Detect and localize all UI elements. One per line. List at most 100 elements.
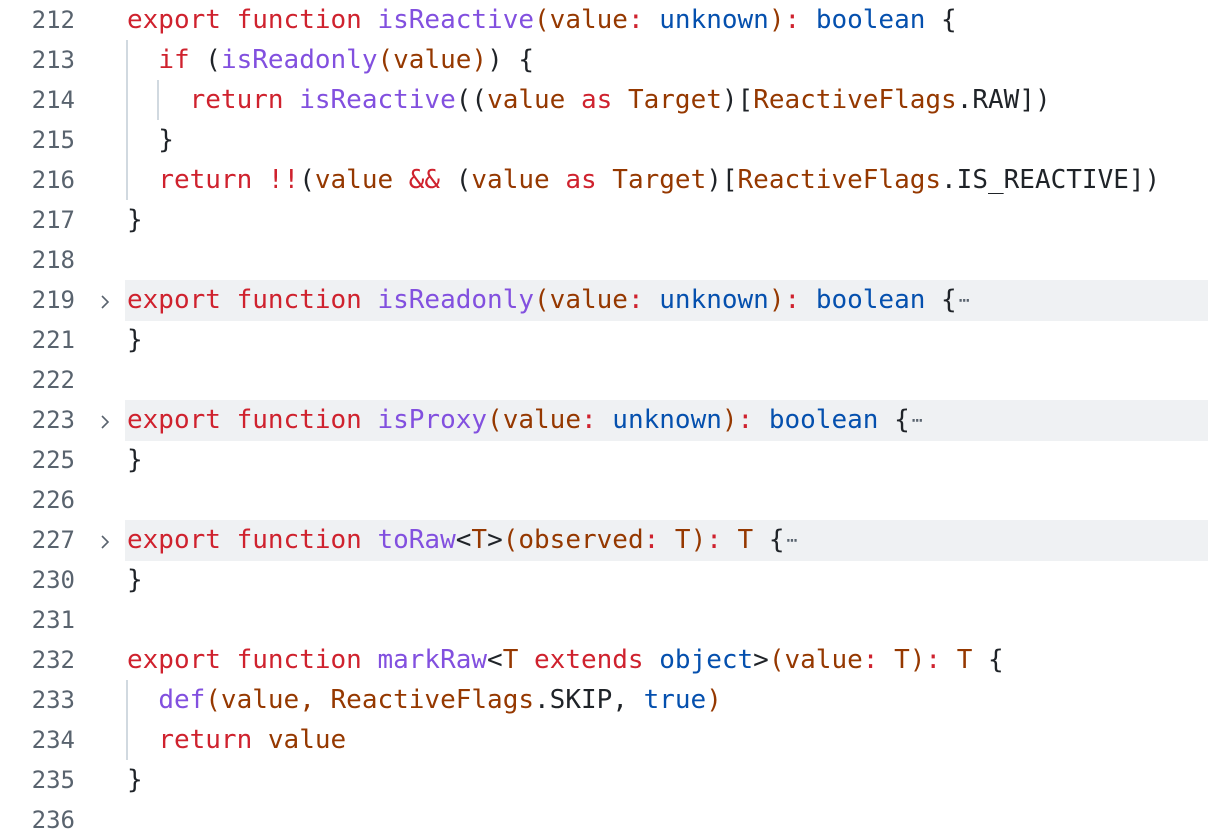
- code-token: toRaw: [377, 525, 456, 555]
- line-number: 226: [31, 486, 75, 514]
- line-number: 223: [31, 406, 75, 434]
- code-token: function: [236, 645, 378, 675]
- code-token: function: [236, 5, 378, 35]
- code-token: T: [502, 645, 535, 675]
- line-number: 227: [31, 526, 75, 554]
- code-token: &&: [408, 165, 456, 195]
- code-token: Target: [612, 165, 707, 195]
- code-line[interactable]: 222: [0, 360, 1208, 400]
- code-token: as: [565, 165, 613, 195]
- code-token: }: [127, 205, 143, 235]
- code-token: :: [580, 405, 613, 435]
- code-token: }: [127, 325, 143, 355]
- code-line[interactable]: 218: [0, 240, 1208, 280]
- code-token: as: [580, 85, 628, 115]
- code-content: return value: [125, 720, 1208, 760]
- code-token: object: [659, 645, 754, 675]
- code-token: (: [299, 165, 315, 195]
- indent-guide: [157, 80, 160, 120]
- code-token: {: [925, 5, 957, 35]
- code-token: :: [627, 5, 660, 35]
- code-content: }: [125, 760, 1208, 800]
- line-number: 216: [31, 166, 75, 194]
- folded-ellipsis-button[interactable]: ⋯: [786, 529, 798, 551]
- code-line[interactable]: 215 }: [0, 120, 1208, 160]
- line-number: 231: [31, 606, 75, 634]
- code-content: }: [125, 560, 1208, 600]
- code-line[interactable]: 225}: [0, 440, 1208, 480]
- chevron-right-icon[interactable]: [96, 400, 114, 440]
- code-token: ReactiveFlags: [753, 85, 957, 115]
- code-token: .IS_REACTIVE]): [941, 165, 1161, 195]
- code-token: (: [502, 525, 519, 555]
- code-line[interactable]: 230}: [0, 560, 1208, 600]
- code-token: :: [627, 285, 660, 315]
- code-token: unknown: [659, 285, 769, 315]
- code-token: >: [753, 645, 769, 675]
- code-token: .RAW]): [956, 85, 1051, 115]
- code-token: [127, 725, 158, 755]
- line-number: 215: [31, 126, 75, 154]
- code-line[interactable]: 236: [0, 800, 1208, 840]
- code-token: ) {: [487, 45, 535, 75]
- code-token: value: [549, 285, 628, 315]
- code-token: def: [158, 685, 206, 715]
- code-line[interactable]: 213 if (isReadonly(value)) {: [0, 40, 1208, 80]
- code-token: value: [784, 645, 863, 675]
- code-token: {: [925, 285, 957, 315]
- code-line[interactable]: 217}: [0, 200, 1208, 240]
- code-token: isReactive: [299, 85, 456, 115]
- code-token: value: [487, 85, 581, 115]
- code-token: value: [471, 165, 566, 195]
- code-token: unknown: [659, 5, 769, 35]
- code-token: ReactiveFlags: [737, 165, 942, 195]
- chevron-right-icon[interactable]: [96, 520, 114, 560]
- code-line[interactable]: 233 def(value, ReactiveFlags.SKIP, true): [0, 680, 1208, 720]
- code-token: return: [189, 85, 300, 115]
- code-token: T: [674, 525, 691, 555]
- code-content: }: [125, 200, 1208, 240]
- code-content: }: [125, 440, 1208, 480]
- code-token: :: [925, 645, 957, 675]
- code-line[interactable]: 235}: [0, 760, 1208, 800]
- code-line[interactable]: 216 return !!(value && (value as Target)…: [0, 160, 1208, 200]
- code-line[interactable]: 221}: [0, 320, 1208, 360]
- line-number: 222: [31, 366, 75, 394]
- code-line[interactable]: 226: [0, 480, 1208, 520]
- code-content: export function markRaw<T extends object…: [125, 640, 1208, 680]
- line-number: 217: [31, 206, 75, 234]
- code-token: isReactive: [377, 5, 535, 35]
- code-token: return: [158, 165, 268, 195]
- folded-ellipsis-button[interactable]: ⋯: [958, 289, 970, 311]
- code-token: :: [643, 525, 675, 555]
- code-content: def(value, ReactiveFlags.SKIP, true): [125, 680, 1208, 720]
- line-number: 212: [31, 6, 75, 34]
- indent-guide: [126, 80, 128, 120]
- code-token: }: [127, 445, 143, 475]
- chevron-right-icon[interactable]: [96, 280, 114, 320]
- code-line[interactable]: 234 return value: [0, 720, 1208, 760]
- code-token: [127, 165, 158, 195]
- line-number: 218: [31, 246, 75, 274]
- code-token: ((: [455, 85, 488, 115]
- line-number: 235: [31, 766, 75, 794]
- code-token: ReactiveFlags: [330, 685, 535, 715]
- code-token: {: [878, 405, 910, 435]
- code-token: return: [158, 725, 268, 755]
- code-token: unknown: [612, 405, 722, 435]
- code-token: export: [127, 525, 237, 555]
- folded-ellipsis-button[interactable]: ⋯: [911, 409, 923, 431]
- code-token: (: [487, 405, 503, 435]
- code-line[interactable]: 214 return isReactive((value as Target)[…: [0, 80, 1208, 120]
- code-token: (: [205, 45, 221, 75]
- code-token: :: [784, 285, 816, 315]
- code-line[interactable]: 231: [0, 600, 1208, 640]
- line-number: 233: [31, 686, 75, 714]
- code-content: }: [125, 120, 1208, 160]
